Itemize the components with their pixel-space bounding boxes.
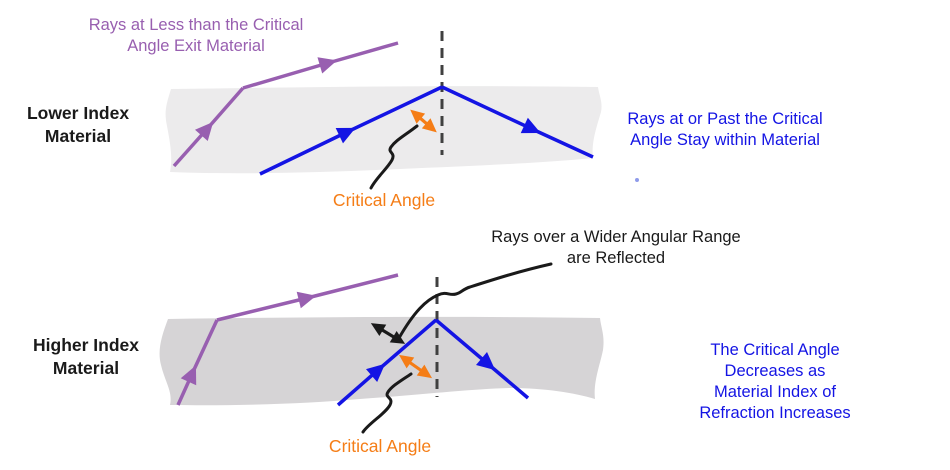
top-critical-angle-arrow [410, 109, 437, 133]
critical-angle-decreases-caption: The Critical Angle Decreases as Material… [699, 341, 851, 422]
top-escaping-ray-inside [172, 86, 245, 168]
top-critical-angle-label: Critical Angle [332, 190, 436, 210]
top-critical-angle-leader [369, 124, 419, 190]
bottom-reflected-ray [434, 318, 530, 400]
wider-range-leader [397, 262, 553, 340]
bottom-critical-angle-leader [361, 372, 413, 434]
bottom-escaping-ray-inside [176, 319, 219, 406]
small-dot [635, 178, 639, 182]
lower-index-slab [165, 86, 602, 174]
stay-within-material-caption: Rays at or Past the Critical Angle Stay … [627, 110, 823, 149]
bottom-critical-angle-arrow [398, 354, 433, 379]
bottom-critical-angle-label: Critical Angle [328, 436, 432, 456]
lower-index-material-label: Lower Index Material [26, 103, 130, 146]
top-incident-ray [259, 85, 443, 176]
top-escaping-ray-outside [242, 41, 399, 90]
higher-index-material-label: Higher Index Material [33, 335, 139, 378]
bottom-incident-ray [336, 318, 438, 407]
wider-range-arrow [370, 323, 406, 344]
exit-material-caption: Rays at Less than the Critical Angle Exi… [88, 16, 304, 55]
higher-index-slab [159, 316, 604, 406]
bottom-escaping-ray-outside [216, 273, 399, 322]
wider-angular-range-caption: Rays over a Wider Angular Range are Refl… [491, 228, 741, 267]
top-reflected-ray [441, 85, 594, 159]
